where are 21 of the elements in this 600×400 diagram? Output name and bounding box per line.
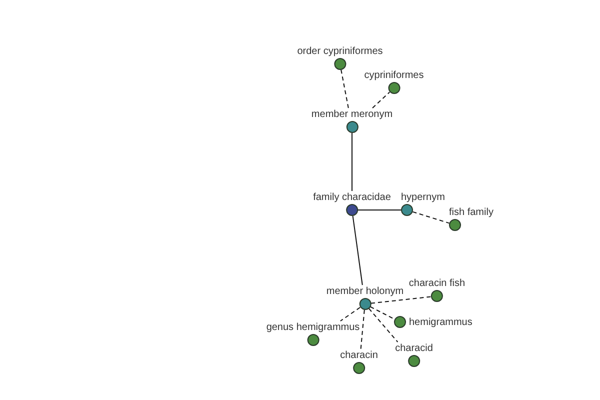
- node-label: characid: [395, 343, 433, 354]
- dashed-connector: [340, 69, 349, 108]
- dashed-connector: [372, 92, 390, 108]
- dashed-connector: [340, 306, 361, 322]
- node-label: hemigrammus: [409, 316, 472, 328]
- node-label: family characidae: [313, 192, 391, 203]
- node-label: characin: [340, 350, 378, 361]
- node-label: hypernym: [401, 192, 445, 203]
- dashed-connector: [370, 306, 396, 320]
- dashed-connector: [360, 310, 365, 350]
- node-label: characin fish: [408, 278, 466, 289]
- dashed-connector: [368, 308, 398, 342]
- node-label: order cypriniformes: [297, 46, 383, 57]
- node-label: member holonym: [326, 286, 404, 297]
- node-label: genus hemigrammus: [266, 322, 360, 333]
- node-label: fish family: [449, 207, 494, 218]
- dashed-connector: [412, 211, 450, 224]
- node-label: member meronym: [311, 109, 393, 120]
- node-label: cypriniformes: [364, 70, 424, 81]
- connector-line: [352, 215, 363, 286]
- dashed-connector: [370, 296, 432, 304]
